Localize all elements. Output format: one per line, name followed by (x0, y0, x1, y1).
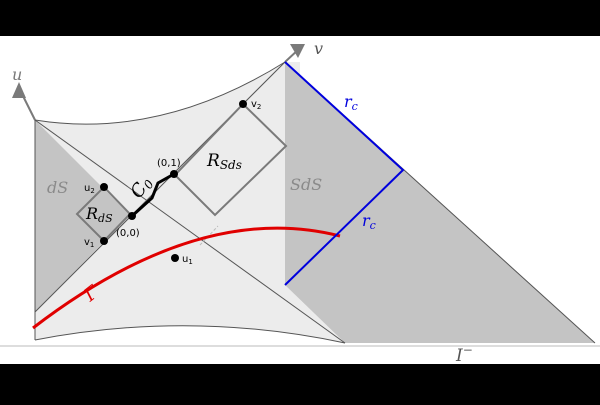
c0-curve (130, 172, 175, 218)
v-axis-arrowhead (290, 44, 305, 58)
bottom-band (0, 364, 600, 400)
sds-label: SdS (290, 175, 322, 194)
rc-mid-label: rc (362, 211, 376, 232)
u-axis-arrowhead (12, 82, 26, 98)
r-sds-box (173, 102, 288, 217)
top-band (0, 0, 600, 36)
r-ds-label: RdS (85, 204, 113, 225)
point-01 (170, 170, 178, 178)
i-minus-label: I− (455, 343, 473, 366)
v2-label: v2 (251, 99, 261, 111)
v-axis-label: v (314, 39, 323, 58)
rc-top-label: rc (344, 92, 358, 113)
u-axis-label: u (12, 65, 22, 84)
point-u2 (100, 183, 108, 191)
point-v2 (239, 100, 247, 108)
point-origin (128, 212, 136, 220)
bottom-curve (34, 325, 346, 344)
rc-lines (284, 61, 405, 286)
light-region-lower (35, 62, 345, 343)
gamma-curve (32, 226, 341, 330)
pt-01-label: (0,1) (157, 158, 181, 169)
point-u1 (171, 254, 179, 262)
u2-label: u2 (84, 183, 95, 195)
ds-region (35, 120, 130, 312)
dashed-segment (199, 225, 219, 246)
point-v1 (100, 237, 108, 245)
pt-00-label: (0,0) (116, 228, 140, 239)
v1-label: v1 (84, 237, 94, 249)
u1-label: u1 (182, 254, 193, 266)
ds-label: dS (47, 178, 68, 197)
top-curve (34, 61, 286, 125)
r-sds-label: RSds (206, 151, 242, 172)
diagonal-boundary (34, 119, 346, 344)
